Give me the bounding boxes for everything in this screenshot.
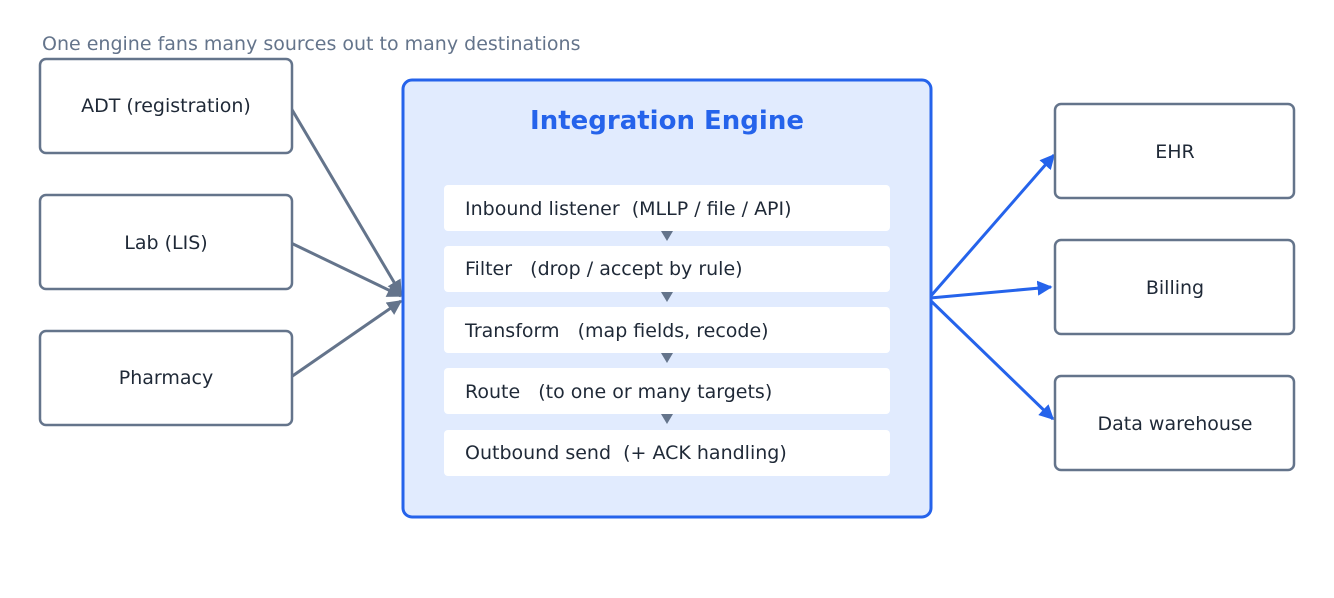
source-nodes: ADT (registration) Lab (LIS) Pharmacy [38, 57, 294, 427]
step-arrow-4 [661, 414, 673, 424]
incoming-edges [289, 107, 403, 379]
destination-label-warehouse: Data warehouse [1098, 413, 1253, 435]
stage-step-arrows [661, 231, 673, 424]
destination-node-ehr: EHR [1053, 102, 1296, 200]
edge-engine-to-ehr [928, 153, 1056, 298]
destination-nodes: EHR Billing Data warehouse [1053, 102, 1296, 472]
destination-node-warehouse: Data warehouse [1053, 374, 1296, 472]
destination-node-billing: Billing [1053, 238, 1296, 336]
engine-title: Integration Engine [530, 106, 804, 136]
destination-label-ehr: EHR [1155, 141, 1195, 163]
step-arrow-3 [661, 353, 673, 363]
engine-stage-outbound: Outbound send (+ ACK handling) [444, 430, 890, 476]
source-node-adt: ADT (registration) [38, 57, 294, 155]
source-label-adt: ADT (registration) [81, 95, 251, 117]
stage-label-route: Route (to one or many targets) [465, 381, 772, 403]
stage-label-inbound: Inbound listener (MLLP / file / API) [465, 198, 792, 220]
stage-label-outbound: Outbound send (+ ACK handling) [465, 442, 787, 464]
source-node-lab: Lab (LIS) [38, 193, 294, 291]
source-label-lab: Lab (LIS) [124, 232, 207, 254]
edge-adt-to-engine [289, 107, 403, 296]
engine-stage-filter: Filter (drop / accept by rule) [444, 246, 890, 292]
edge-pharmacy-to-engine [290, 299, 403, 379]
stage-label-filter: Filter (drop / accept by rule) [465, 258, 743, 280]
edge-engine-to-billing [929, 280, 1053, 300]
destination-label-billing: Billing [1146, 277, 1204, 299]
source-label-pharmacy: Pharmacy [119, 367, 213, 389]
step-arrow-1 [661, 231, 673, 241]
engine-stage-route: Route (to one or many targets) [444, 368, 890, 414]
outgoing-edges [928, 153, 1056, 421]
step-arrow-2 [661, 292, 673, 302]
engine-stage-inbound: Inbound listener (MLLP / file / API) [444, 185, 890, 231]
engine-stage-transform: Transform (map fields, recode) [444, 307, 890, 353]
edge-lab-to-engine [290, 241, 403, 298]
integration-engine: Integration Engine Inbound listener (MLL… [401, 78, 933, 519]
stage-label-transform: Transform (map fields, recode) [464, 320, 769, 342]
edge-engine-to-warehouse [928, 298, 1055, 421]
source-node-pharmacy: Pharmacy [38, 329, 294, 427]
diagram-caption: One engine fans many sources out to many… [42, 33, 581, 55]
